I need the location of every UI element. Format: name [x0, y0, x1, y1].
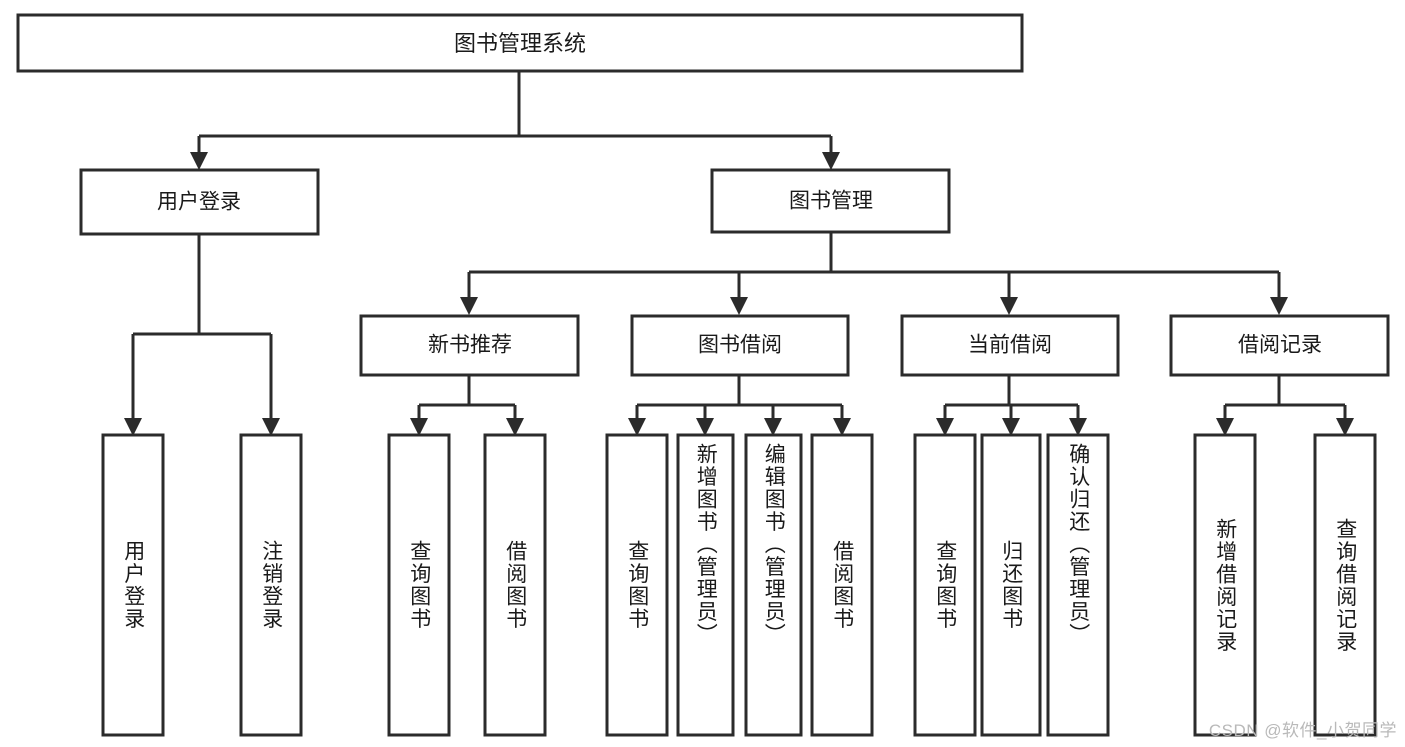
- arrow-icon-current-borrow: [1000, 297, 1018, 315]
- arrow-icon-leaf-confirm-return: [1069, 418, 1087, 436]
- node-leaf-confirm-return-rect[interactable]: [1046, 433, 1110, 737]
- arrow-icon-leaf-user-login: [124, 418, 142, 436]
- node-book-borrow-label: 图书借阅: [698, 334, 782, 357]
- node-user-login[interactable]: 用户登录: [79, 168, 320, 236]
- connector-group-current-borrow: [936, 375, 1087, 436]
- connector-group-borrow-record: [1216, 375, 1354, 436]
- node-user-login-label: 用户登录: [157, 191, 241, 214]
- node-book-management[interactable]: 图书管理: [710, 168, 951, 234]
- node-book-management-label: 图书管理: [789, 190, 873, 213]
- node-leaf-add-record-rect[interactable]: [1193, 433, 1257, 737]
- node-user-login-rect[interactable]: [79, 168, 320, 236]
- arrow-icon-leaf-borrow-book-2: [833, 418, 851, 436]
- node-book-management-rect[interactable]: [710, 168, 951, 234]
- node-leaf-borrow-book-2-rect[interactable]: [810, 433, 874, 737]
- arrow-icon-new-book-recommend: [460, 297, 478, 315]
- node-leaf-query-record-rect[interactable]: [1313, 433, 1377, 737]
- node-root-rect[interactable]: [16, 13, 1024, 73]
- node-leaf-logout-rect[interactable]: [239, 433, 303, 737]
- node-root-label: 图书管理系统: [454, 31, 586, 56]
- node-borrow-record-rect[interactable]: [1169, 314, 1390, 377]
- node-borrow-record[interactable]: 借阅记录: [1169, 314, 1390, 377]
- arrow-icon-to-book-management: [822, 152, 840, 170]
- arrow-icon-to-user-login: [190, 152, 208, 170]
- node-leaf-add-book-rect[interactable]: [676, 433, 735, 737]
- node-new-book-recommend-rect[interactable]: [359, 314, 580, 377]
- node-new-book-recommend[interactable]: 新书推荐: [359, 314, 580, 377]
- arrow-icon-leaf-add-record: [1216, 418, 1234, 436]
- csdn-watermark: CSDN @软件_小贺同学: [1208, 721, 1397, 740]
- arrow-icon-leaf-query-book-2: [628, 418, 646, 436]
- arrow-icon-leaf-borrow-book-1: [506, 418, 524, 436]
- connector-group-book-borrow: [628, 375, 851, 436]
- connector-group-book-management: [460, 232, 1288, 315]
- node-root[interactable]: 图书管理系统: [16, 13, 1024, 73]
- arrow-icon-leaf-query-record: [1336, 418, 1354, 436]
- node-leaf-edit-book-rect[interactable]: [744, 433, 803, 737]
- node-leaf-user-login-rect[interactable]: [101, 433, 165, 737]
- node-current-borrow-rect[interactable]: [900, 314, 1120, 377]
- connector-group-new-book-recommend: [410, 375, 524, 436]
- connector-group-user-login: [124, 234, 280, 436]
- node-leaf-borrow-book-1-rect[interactable]: [483, 433, 547, 737]
- node-book-borrow[interactable]: 图书借阅: [630, 314, 850, 377]
- node-leaf-return-book-rect[interactable]: [980, 433, 1042, 737]
- node-leaf-query-book-1-rect[interactable]: [387, 433, 451, 737]
- arrow-icon-leaf-logout: [262, 418, 280, 436]
- node-current-borrow[interactable]: 当前借阅: [900, 314, 1120, 377]
- arrow-icon-leaf-query-book-3: [936, 418, 954, 436]
- arrow-icon-leaf-add-book: [696, 418, 714, 436]
- arrow-icon-leaf-query-book-1: [410, 418, 428, 436]
- node-current-borrow-label: 当前借阅: [968, 334, 1052, 357]
- node-borrow-record-label: 借阅记录: [1238, 334, 1322, 357]
- node-new-book-recommend-label: 新书推荐: [428, 334, 512, 357]
- arrow-icon-book-borrow: [730, 297, 748, 315]
- node-leaf-query-book-2-rect[interactable]: [605, 433, 669, 737]
- node-book-borrow-rect[interactable]: [630, 314, 850, 377]
- arrow-icon-borrow-record: [1270, 297, 1288, 315]
- arrow-icon-leaf-edit-book: [764, 418, 782, 436]
- node-leaf-query-book-3-rect[interactable]: [913, 433, 977, 737]
- arrow-icon-leaf-return-book: [1002, 418, 1020, 436]
- connector-group-root: [190, 71, 840, 170]
